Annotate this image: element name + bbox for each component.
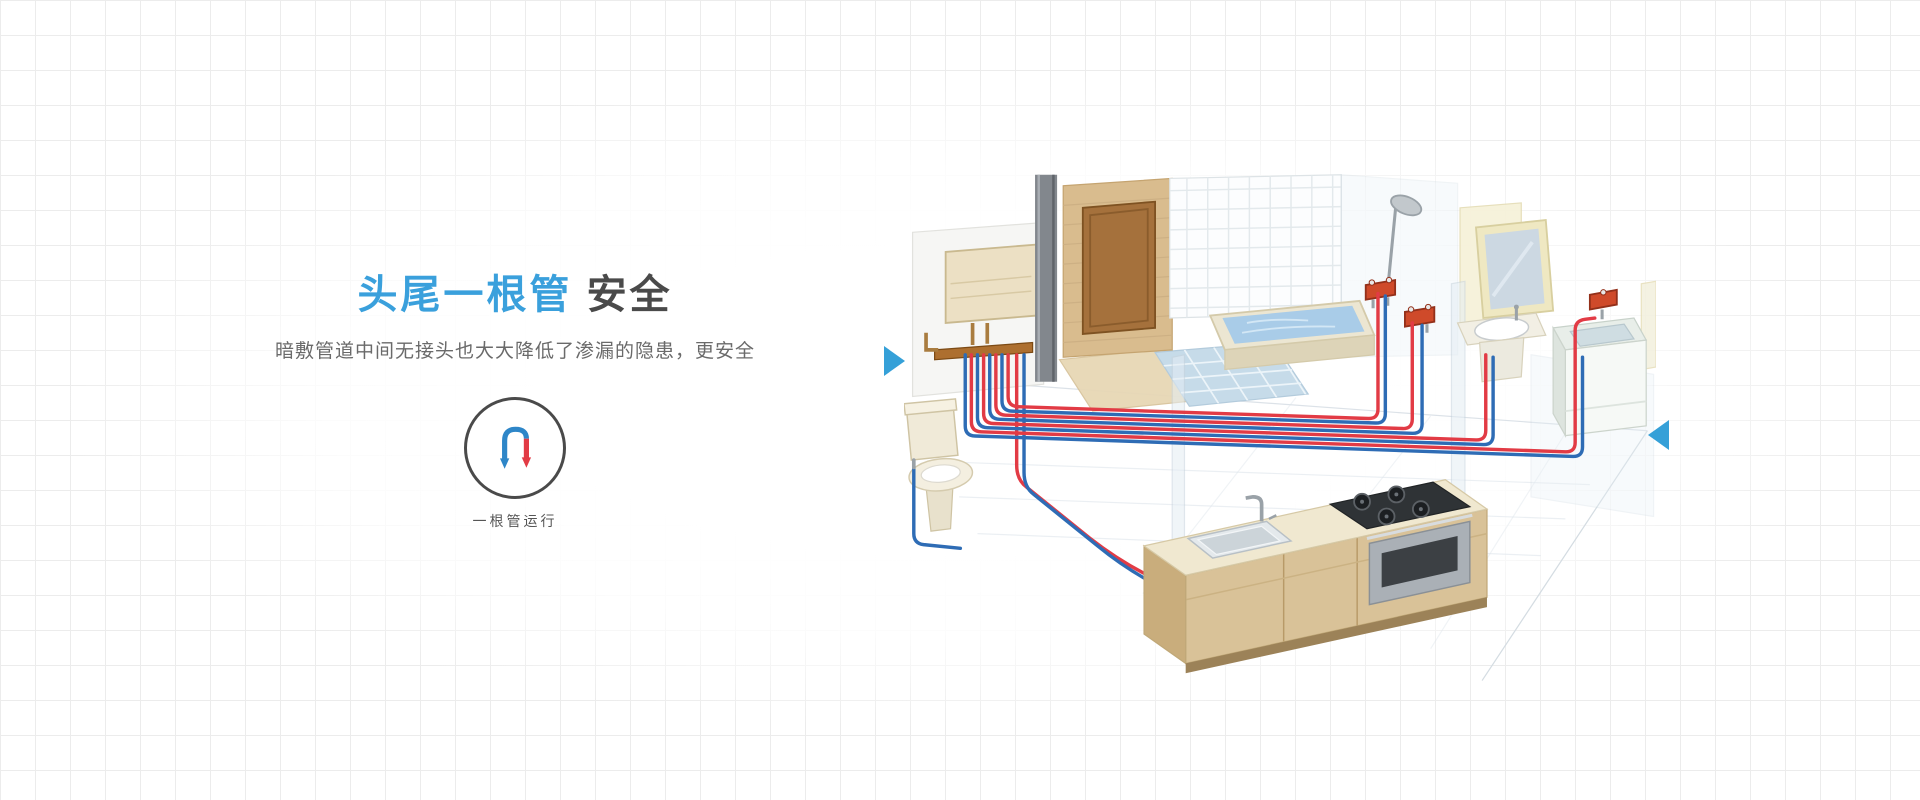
- brown-tiled-wall: [1062, 177, 1173, 358]
- hero-copy: 头尾一根管 安全 暗敷管道中间无接头也大大降低了渗漏的隐患，更安全 一根管运行: [250, 262, 780, 531]
- washer-valve: [1588, 288, 1618, 320]
- single-pipe-badge: [464, 397, 566, 499]
- pipe-manifold: [934, 341, 1034, 361]
- drain-column: [1035, 174, 1058, 382]
- hero-title-highlight: 头尾一根管: [357, 273, 573, 317]
- kitchen-sink: [1186, 495, 1293, 559]
- toilet: [904, 398, 974, 532]
- kitchen-faucet: [1245, 495, 1264, 522]
- bathtub: [1208, 299, 1376, 371]
- single-pipe-loop-icon: [499, 426, 532, 469]
- hero-subtitle: 暗敷管道中间无接头也大大降低了渗漏的隐患，更安全: [274, 341, 755, 362]
- plumbing-illustration: [904, 174, 1656, 681]
- icon-caption: 一根管运行: [472, 513, 558, 529]
- carousel-next-button[interactable]: [1648, 420, 1669, 450]
- carousel-next-icon: [1648, 420, 1669, 450]
- door-panel: [1081, 200, 1156, 335]
- gas-stove: [1328, 481, 1472, 530]
- glass-partition-left: [1171, 354, 1186, 569]
- left-wall-and-heater: [911, 221, 1045, 398]
- cold-water-pipes: [912, 294, 1585, 551]
- hot-water-pipes: [969, 291, 1597, 454]
- kitchen-counter: [1142, 479, 1489, 674]
- vanity-mirror: [1474, 219, 1555, 320]
- shower-head: [1390, 194, 1423, 217]
- carousel-prev-button[interactable]: [884, 346, 905, 376]
- carousel-prev-icon: [884, 346, 905, 376]
- hero-title: 头尾一根管 安全: [250, 262, 780, 320]
- wash-basin: [1456, 304, 1547, 383]
- mixer-valve-1: [1364, 276, 1397, 309]
- oven: [1366, 513, 1473, 606]
- toilet-supply-pipe: [912, 465, 963, 551]
- washing-machine: [1552, 288, 1648, 438]
- hero-title-rest: 安全: [586, 273, 673, 317]
- pipe-runs: [911, 291, 1597, 551]
- water-heater: [944, 243, 1038, 324]
